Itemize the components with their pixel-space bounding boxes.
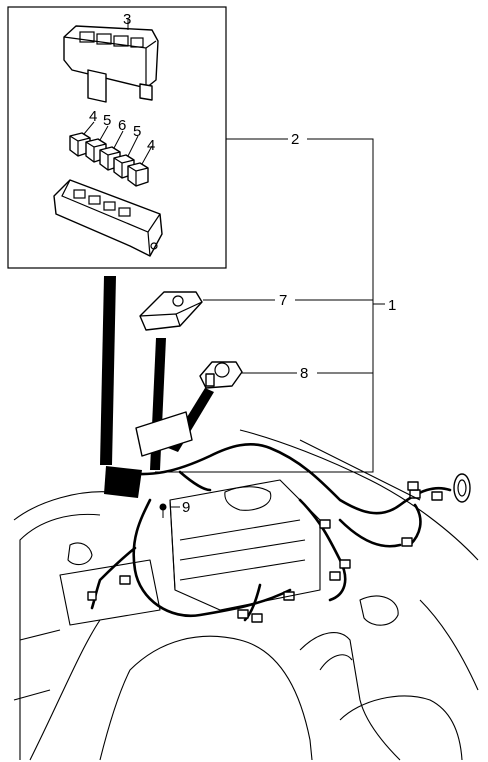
callout-9: 9: [182, 499, 190, 516]
connector-7[interactable]: [139, 291, 203, 331]
sensor-8[interactable]: [199, 361, 243, 389]
callout-4-left: 4: [89, 108, 97, 125]
vehicle-body-outline: [13, 429, 479, 761]
relay-row: [69, 132, 149, 187]
relay-4-right[interactable]: [127, 162, 149, 187]
callout-6: 6: [118, 117, 126, 134]
callout-2: 2: [291, 131, 299, 148]
fuse-box-base[interactable]: [53, 179, 163, 257]
callout-5-left: 5: [103, 112, 111, 129]
inset-frame: [7, 6, 227, 269]
callout-4-right: 4: [147, 137, 155, 154]
callout-1: 1: [388, 297, 396, 314]
callout-3: 3: [123, 11, 131, 28]
bracket: [135, 411, 193, 457]
screw-9[interactable]: [159, 503, 167, 519]
fuse-box-cover[interactable]: [63, 25, 159, 103]
callout-8: 8: [300, 365, 308, 382]
leader-lines: [83, 18, 385, 508]
main-harness[interactable]: [90, 442, 452, 622]
callout-5-right: 5: [133, 123, 141, 140]
callout-labels: 1 2 3 4 5 6 5 4 7 8 9: [89, 11, 396, 516]
callout-7: 7: [279, 292, 287, 309]
